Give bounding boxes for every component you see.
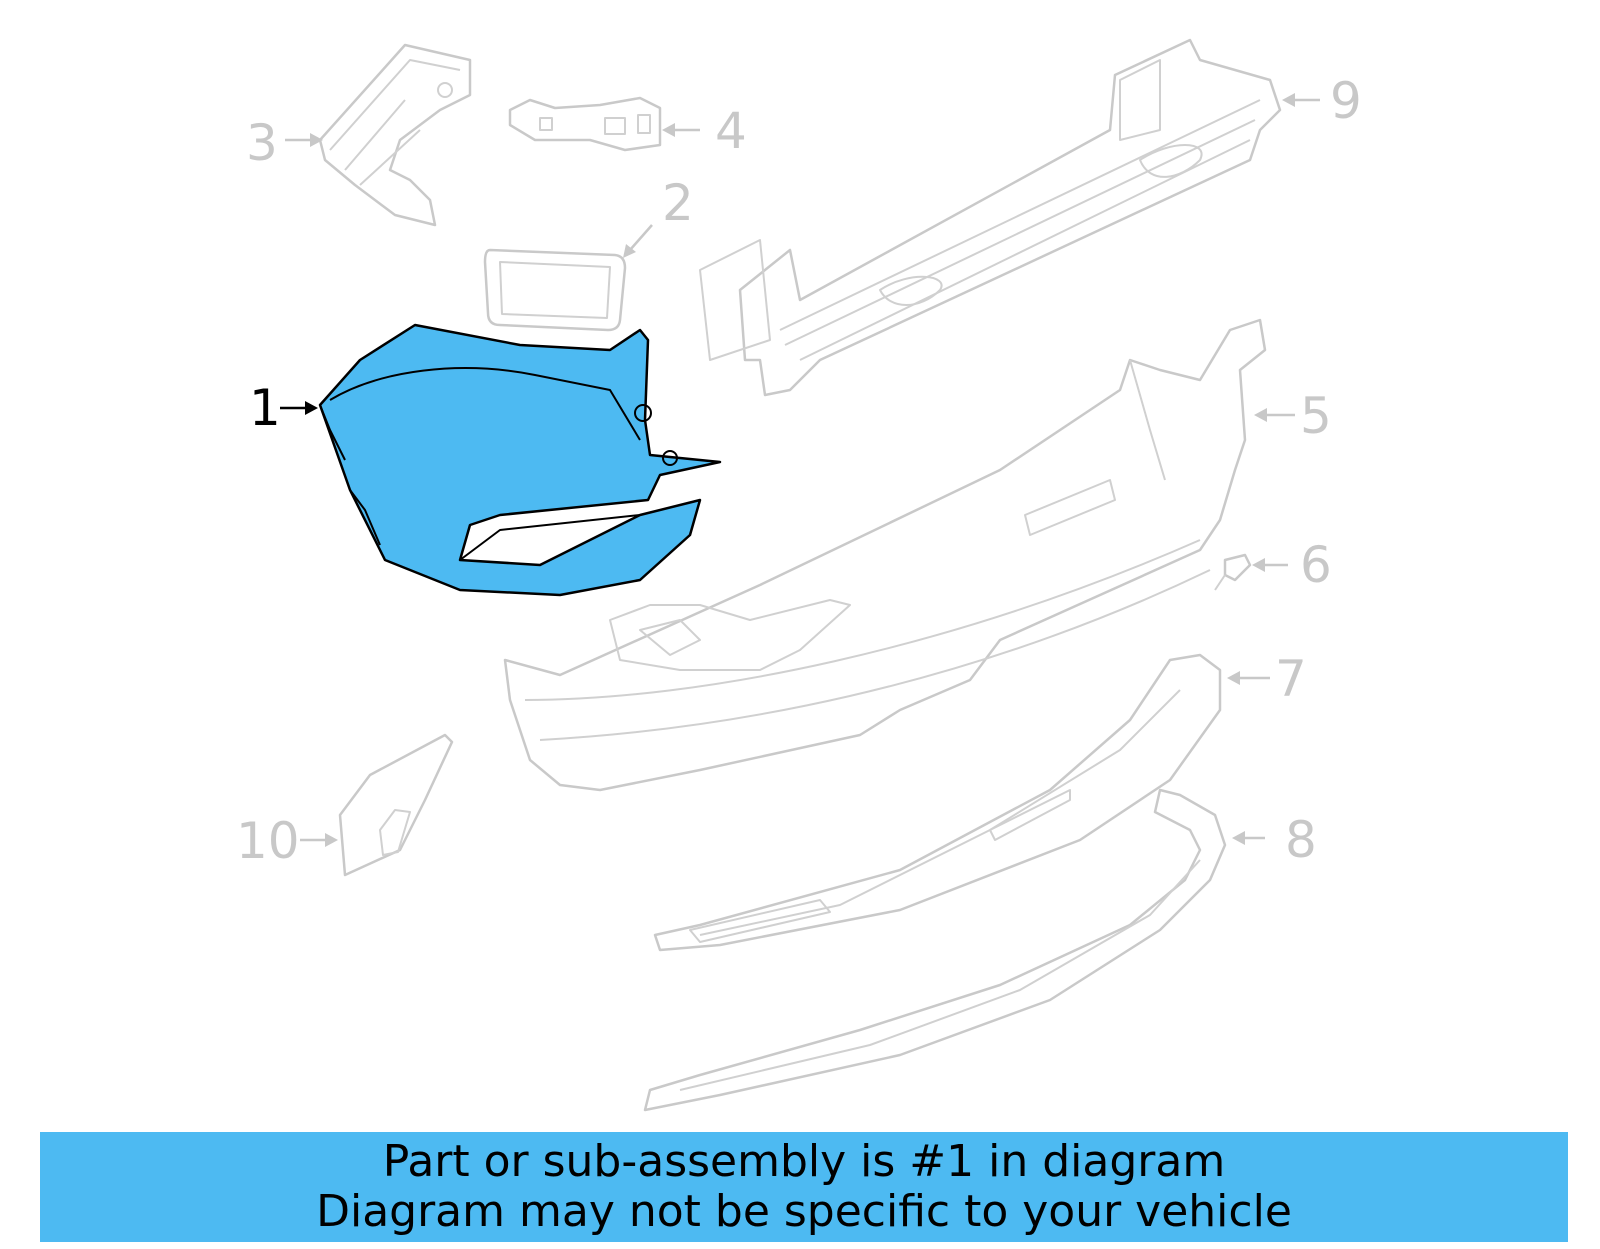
leader-10 xyxy=(300,833,338,847)
part-5-bumper-cover[interactable] xyxy=(503,318,1267,792)
part-4-bracket[interactable] xyxy=(508,96,662,152)
part-10-cover-plate[interactable] xyxy=(338,733,454,877)
leader-6 xyxy=(1252,558,1288,572)
leader-4 xyxy=(662,123,700,137)
part-7-lower-valance[interactable] xyxy=(653,653,1222,952)
leader-3 xyxy=(285,133,323,147)
leader-5 xyxy=(1254,408,1295,422)
callout-8: 8 xyxy=(1285,811,1317,869)
part-9-reinforcement-beam[interactable] xyxy=(699,38,1282,397)
callout-6: 6 xyxy=(1300,536,1332,594)
callout-3: 3 xyxy=(246,114,278,172)
part-2-pad[interactable] xyxy=(483,248,627,332)
callout-4: 4 xyxy=(715,102,747,160)
leader-2 xyxy=(623,224,653,258)
info-banner: Part or sub-assembly is #1 in diagram Di… xyxy=(40,1132,1568,1242)
leader-7 xyxy=(1227,671,1270,685)
part-1-bumper-end-cap[interactable] xyxy=(318,323,722,597)
banner-line-1: Part or sub-assembly is #1 in diagram xyxy=(382,1136,1226,1187)
part-8-trim-strip[interactable] xyxy=(643,788,1227,1112)
leader-8 xyxy=(1232,831,1265,845)
banner-line-2: Diagram may not be specific to your vehi… xyxy=(316,1186,1292,1237)
callout-9: 9 xyxy=(1330,72,1362,130)
callout-2: 2 xyxy=(662,174,694,232)
leader-9 xyxy=(1282,93,1320,107)
callout-10: 10 xyxy=(236,812,300,870)
part-6-clip[interactable] xyxy=(1214,553,1252,591)
callout-7: 7 xyxy=(1275,650,1307,708)
part-3-side-bracket[interactable] xyxy=(318,43,472,227)
callout-5: 5 xyxy=(1300,387,1332,445)
leader-1 xyxy=(280,401,318,415)
callout-1: 1 xyxy=(249,379,281,437)
